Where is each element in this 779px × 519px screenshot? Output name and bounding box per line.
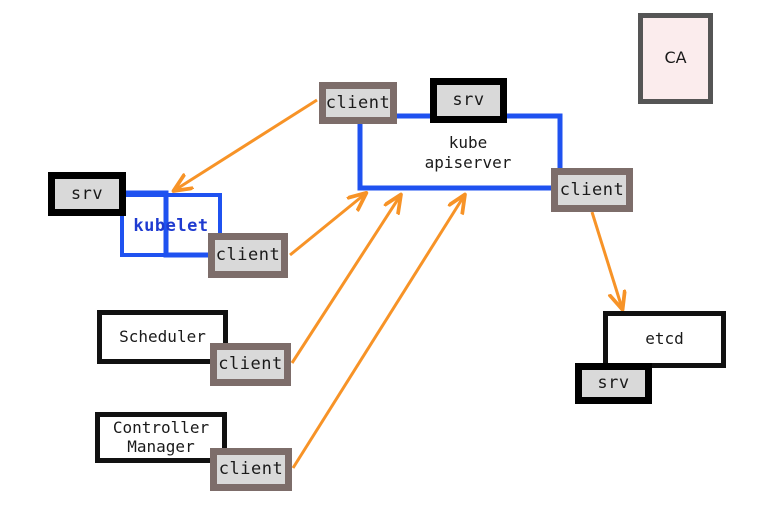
arrow-apiserver-client-to-kubelet xyxy=(175,98,318,190)
kubelet-client-box[interactable]: client xyxy=(208,233,288,278)
kubelet-srv-box[interactable]: srv xyxy=(48,172,126,216)
apiserver-srv-box[interactable]: srv xyxy=(430,78,507,123)
controller-manager-box[interactable]: Controller Manager xyxy=(95,412,227,463)
arrow-scheduler-client-to-apiserver xyxy=(290,196,400,364)
scheduler-box[interactable]: Scheduler xyxy=(97,310,228,364)
arrow-kubelet-client-to-apiserver xyxy=(289,194,365,257)
arrow-client-to-etcd xyxy=(590,211,622,308)
etcd-box[interactable]: etcd xyxy=(603,311,726,368)
ca-box[interactable]: CA xyxy=(638,13,713,104)
arrow-controller-manager-client-to-apiserver xyxy=(291,196,464,469)
apiserver-caption: kube apiserver xyxy=(424,133,512,172)
apiserver-client-box[interactable]: client xyxy=(319,82,397,124)
etcd-client-box[interactable]: client xyxy=(551,168,633,212)
etcd-srv-box[interactable]: srv xyxy=(575,363,652,404)
controller-manager-client-box[interactable]: client xyxy=(210,448,292,491)
kubelet-group-label: kubelet xyxy=(133,216,209,236)
scheduler-client-box[interactable]: client xyxy=(210,343,291,386)
